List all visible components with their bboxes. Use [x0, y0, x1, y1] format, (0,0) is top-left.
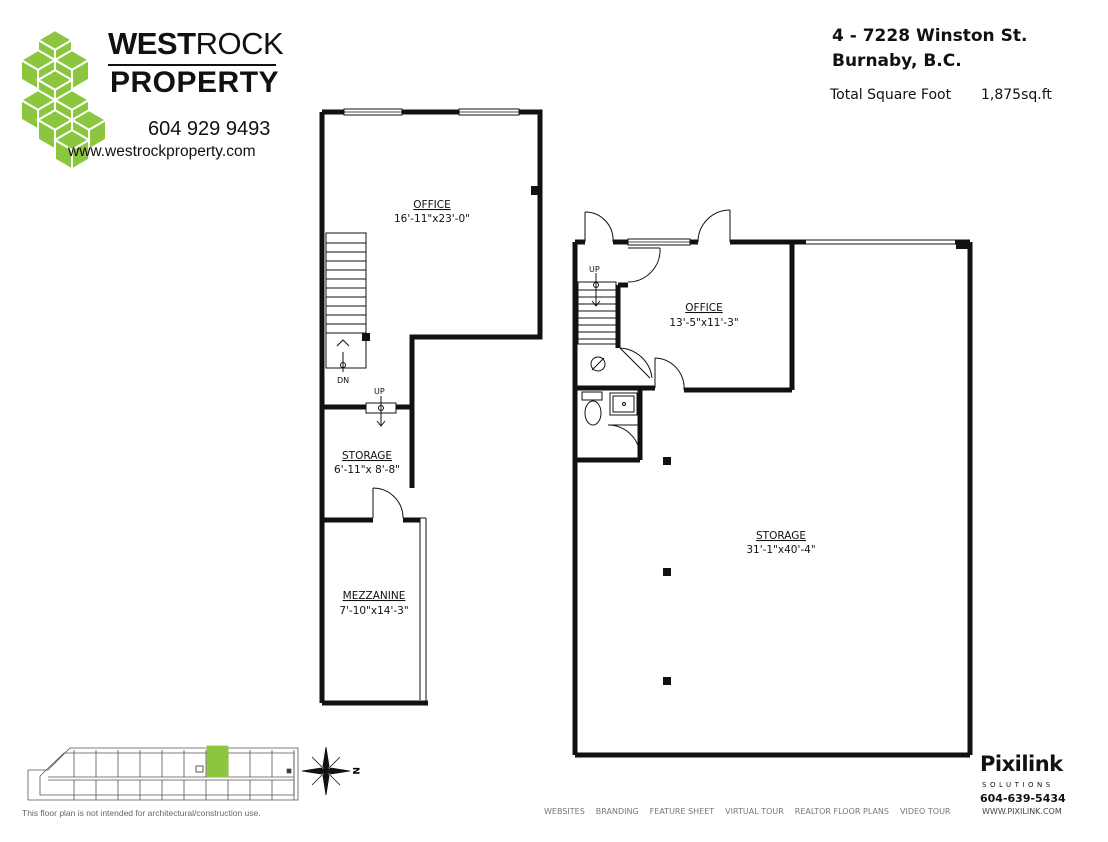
storage-large-dims: 31'-1"x40'-4"	[746, 544, 815, 556]
service-realtor-floor-plans: REALTOR FLOOR PLANS	[794, 807, 889, 816]
main-doors	[584, 209, 731, 456]
westrock-logo-icon	[19, 30, 108, 172]
upper-office-dims: 16'-11"x23'-0"	[394, 213, 470, 225]
service-websites: WEBSITES	[544, 807, 585, 816]
storage-small-dims: 6'-11"x 8'-8"	[334, 464, 400, 476]
main-floor-walls	[572, 239, 973, 758]
mezzanine-name: MEZZANINE	[343, 590, 406, 602]
total-sqft-value: 1,875sq.ft	[981, 87, 1052, 103]
brand-name-light: ROCK	[195, 26, 284, 61]
service-branding: BRANDING	[595, 807, 639, 816]
service-video-tour: VIDEO TOUR	[900, 807, 951, 816]
brand-name: WESTROCK	[108, 26, 284, 62]
main-windows	[627, 238, 955, 246]
mezzanine-dims: 7'-10"x14'-3"	[339, 605, 408, 617]
brand-divider	[108, 64, 276, 66]
upper-stair	[325, 232, 367, 372]
main-office-name: OFFICE	[685, 302, 722, 314]
upper-windows	[343, 108, 520, 116]
upper-storage-step	[365, 396, 397, 427]
compass-north-label: N	[350, 767, 360, 775]
address-line2: Burnaby, B.C.	[832, 51, 962, 71]
pixilink-logo: Pixilink	[980, 752, 1063, 776]
washroom-fixtures	[581, 391, 638, 426]
pixilink-services: WEBSITES BRANDING FEATURE SHEET VIRTUAL …	[544, 807, 950, 816]
brand-name-bold: WEST	[108, 26, 196, 61]
mezzanine-rail	[419, 517, 427, 703]
brand-website: www.westrockproperty.com	[68, 143, 256, 160]
columns	[663, 457, 671, 685]
brand-name-line2: PROPERTY	[110, 66, 280, 99]
address-line1: 4 - 7228 Winston St.	[832, 26, 1028, 46]
upper-office-name: OFFICE	[413, 199, 450, 211]
stair-dn-label: DN	[337, 376, 349, 385]
main-stair	[577, 273, 617, 372]
total-sqft-label: Total Square Foot	[830, 87, 952, 103]
pixilink-phone: 604-639-5434	[980, 792, 1066, 805]
storage-large-name: STORAGE	[756, 530, 806, 542]
stair-up-label-upper: UP	[374, 387, 385, 396]
disclaimer-text: This floor plan is not intended for arch…	[22, 808, 261, 818]
storage-small-name: STORAGE	[342, 450, 392, 462]
compass-icon	[301, 746, 351, 796]
pixilink-sub: SOLUTIONS	[982, 781, 1054, 789]
stair-up-label-main: UP	[589, 265, 600, 274]
mezzanine-door	[372, 487, 404, 519]
service-virtual-tour: VIRTUAL TOUR	[725, 807, 784, 816]
service-feature-sheet: FEATURE SHEET	[649, 807, 715, 816]
site-key-map	[27, 745, 299, 801]
main-office-dims: 13'-5"x11'-3"	[669, 317, 738, 329]
pixilink-website: WWW.PIXILINK.COM	[982, 807, 1062, 816]
brand-phone: 604 929 9493	[148, 118, 271, 140]
